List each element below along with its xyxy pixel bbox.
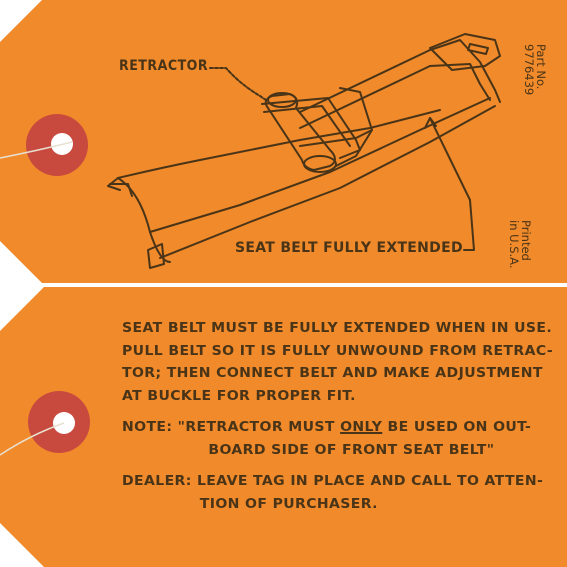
seat-belt-extended-label: SEAT BELT FULLY EXTENDED [235, 240, 463, 256]
instruction-line: PULL BELT SO IT IS FULLY UNWOUND FROM RE… [122, 343, 554, 359]
part-number-label: Part No. [534, 44, 548, 90]
printed-in-usa: Printed in U.S.A. [507, 220, 533, 269]
bottom-tag [0, 287, 567, 567]
part-number: Part No. 9776439 [522, 44, 548, 96]
instruction-text: SEAT BELT MUST BE FULLY EXTENDED WHEN IN… [122, 318, 553, 516]
dealer-line-1: DEALER: LEAVE TAG IN PLACE AND CALL TO A… [122, 474, 544, 489]
note-line-2: BOARD SIDE OF FRONT SEAT BELT" [208, 442, 495, 458]
note-suffix: BE USED ON OUT- [382, 420, 532, 435]
printed-line-2: in U.S.A. [507, 220, 521, 269]
bottom-tag-string [0, 422, 65, 456]
instruction-line: AT BUCKLE FOR PROPER FIT. [122, 388, 356, 404]
instruction-line: TOR; THEN CONNECT BELT AND MAKE ADJUSTME… [122, 366, 543, 381]
retractor-label: RETRACTOR [119, 58, 209, 74]
printed-line-1: Printed [519, 220, 533, 261]
dealer-line-2: TION OF PURCHASER. [199, 496, 378, 512]
top-tag: RETRACTOR SEAT BELT FULLY EXTENDED Part … [0, 0, 567, 283]
note-emphasis-only: ONLY [340, 420, 383, 435]
seat-belt-retractor-drawing [0, 33, 501, 269]
note-prefix: NOTE: "RETRACTOR MUST [122, 420, 341, 435]
part-number-value: 9776439 [522, 44, 536, 96]
instruction-line: SEAT BELT MUST BE FULLY EXTENDED WHEN IN… [122, 321, 553, 336]
note-line-1: NOTE: "RETRACTOR MUST ONLY BE USED ON OU… [122, 417, 553, 440]
